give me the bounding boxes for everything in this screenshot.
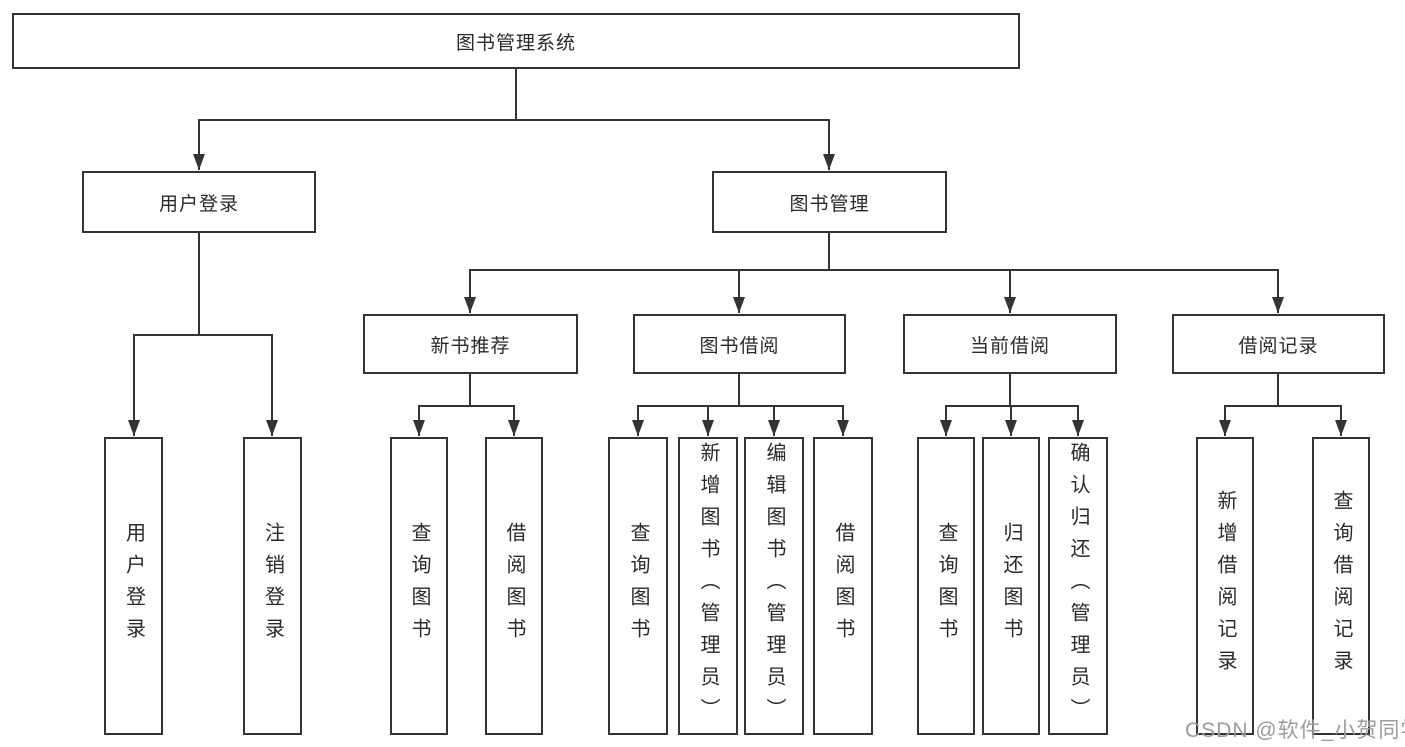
node-leaf-query-books: 查询图书 — [390, 437, 448, 735]
node-leaf-label: 查询借阅记录 — [1330, 490, 1352, 682]
node-current-borrowing: 当前借阅 — [903, 314, 1117, 374]
node-leaf-query-books: 查询图书 — [608, 437, 668, 735]
node-book-management-label: 图书管理 — [789, 193, 870, 215]
node-book-management: 图书管理 — [712, 171, 947, 233]
node-root: 图书管理系统 — [12, 13, 1020, 69]
node-leaf-label: 新增图书（管理员） — [697, 442, 719, 730]
node-section-label: 新书推荐 — [430, 335, 511, 357]
node-leaf-user-login: 用户登录 — [104, 437, 163, 735]
node-leaf-label: 借阅图书 — [503, 522, 525, 650]
node-leaf-confirm-return-admin: 确认归还（管理员） — [1048, 437, 1108, 735]
node-leaf-query-books: 查询图书 — [917, 437, 975, 735]
node-book-borrowing: 图书借阅 — [633, 314, 846, 374]
node-leaf-add-books-admin: 新增图书（管理员） — [678, 437, 738, 735]
csdn-watermark: CSDN @软件_小贺同学 — [1185, 719, 1405, 742]
node-leaf-borrow-books: 借阅图书 — [813, 437, 873, 735]
node-root-label: 图书管理系统 — [455, 32, 576, 54]
node-leaf-add-borrow-record: 新增借阅记录 — [1196, 437, 1254, 735]
node-user-login-label: 用户登录 — [158, 193, 239, 215]
node-leaf-label: 确认归还（管理员） — [1067, 442, 1089, 730]
node-leaf-query-borrow-record: 查询借阅记录 — [1312, 437, 1370, 735]
node-leaf-logout: 注销登录 — [243, 437, 302, 735]
node-leaf-label: 归还图书 — [1000, 522, 1022, 650]
node-leaf-label: 新增借阅记录 — [1214, 490, 1236, 682]
node-leaf-label: 查询图书 — [408, 522, 430, 650]
node-leaf-edit-books-admin: 编辑图书（管理员） — [744, 437, 804, 735]
node-leaf-label: 注销登录 — [261, 522, 284, 650]
node-leaf-label: 查询图书 — [627, 522, 649, 650]
node-leaf-return-books: 归还图书 — [982, 437, 1040, 735]
node-leaf-label: 借阅图书 — [832, 522, 854, 650]
node-section-label: 当前借阅 — [969, 335, 1050, 357]
node-new-book-recommend: 新书推荐 — [363, 314, 578, 374]
node-borrowing-records: 借阅记录 — [1172, 314, 1385, 374]
node-section-label: 借阅记录 — [1238, 335, 1319, 357]
node-leaf-label: 用户登录 — [122, 522, 145, 650]
node-leaf-label: 编辑图书（管理员） — [763, 442, 785, 730]
node-leaf-label: 查询图书 — [935, 522, 957, 650]
node-leaf-borrow-books: 借阅图书 — [485, 437, 543, 735]
node-section-label: 图书借阅 — [699, 335, 780, 357]
node-user-login: 用户登录 — [82, 171, 316, 233]
